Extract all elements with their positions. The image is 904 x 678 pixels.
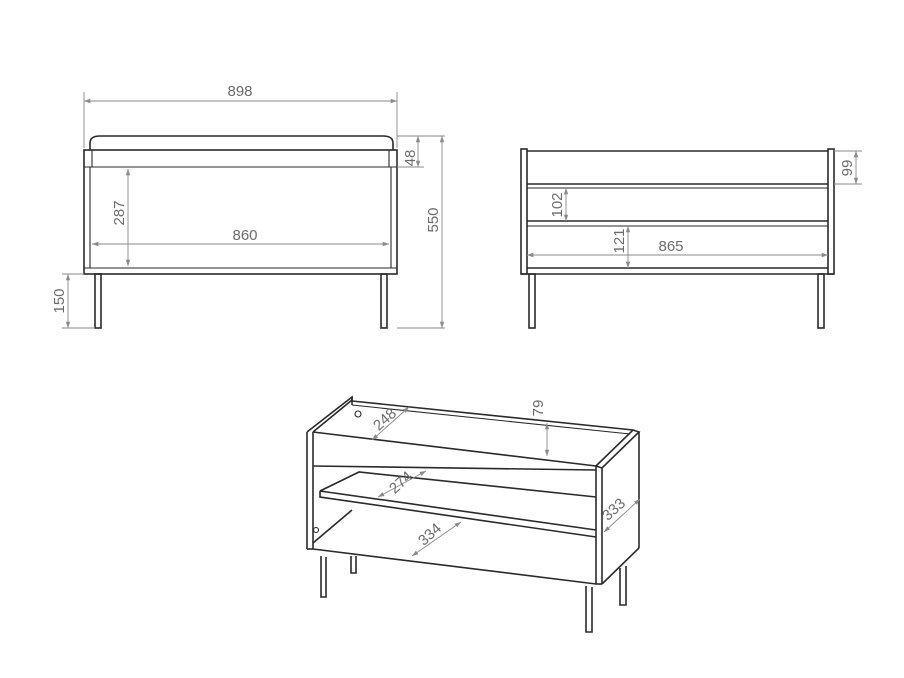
iso-left-panel xyxy=(306,395,353,433)
dim-iso-shelf-depth: 274 xyxy=(386,468,416,497)
dim-side-inner-width: 865 xyxy=(658,238,683,255)
dim-total-height: 550 xyxy=(425,207,442,232)
dim-inner-width: 860 xyxy=(232,227,257,244)
dim-iso-side-depth: 333 xyxy=(599,495,629,524)
iso-leg-3 xyxy=(585,586,593,633)
iso-leg-2 xyxy=(350,556,357,574)
dim-leg-height: 150 xyxy=(51,288,68,313)
front-leg-left xyxy=(94,273,102,329)
dim-iso-top-height: 79 xyxy=(530,400,547,417)
side-post-right xyxy=(827,148,835,275)
dim-overall-width: 898 xyxy=(227,83,252,100)
iso-shelf xyxy=(319,471,597,538)
iso-base xyxy=(312,509,597,585)
front-view: 898 48 550 287 860 150 xyxy=(51,83,445,329)
dim-cushion-height: 48 xyxy=(402,150,419,167)
cushion-outline xyxy=(89,135,394,150)
iso-leg-4 xyxy=(619,566,627,606)
dim-compartment-height: 102 xyxy=(549,192,566,217)
dim-shelf-clearance: 121 xyxy=(611,228,628,253)
isometric-view: 248 79 274 334 333 xyxy=(306,395,641,633)
iso-right-panel xyxy=(594,429,641,469)
dim-top-gap: 99 xyxy=(839,160,856,177)
side-view: 99 102 121 865 xyxy=(520,148,862,329)
iso-leg-1 xyxy=(320,556,327,598)
front-leg-right xyxy=(380,273,388,329)
dim-inner-height: 287 xyxy=(111,200,128,225)
side-leg-left xyxy=(528,273,536,329)
side-post-left xyxy=(520,148,528,275)
side-leg-right xyxy=(817,273,825,329)
dim-iso-base-depth: 334 xyxy=(415,520,445,549)
front-body xyxy=(83,149,398,275)
